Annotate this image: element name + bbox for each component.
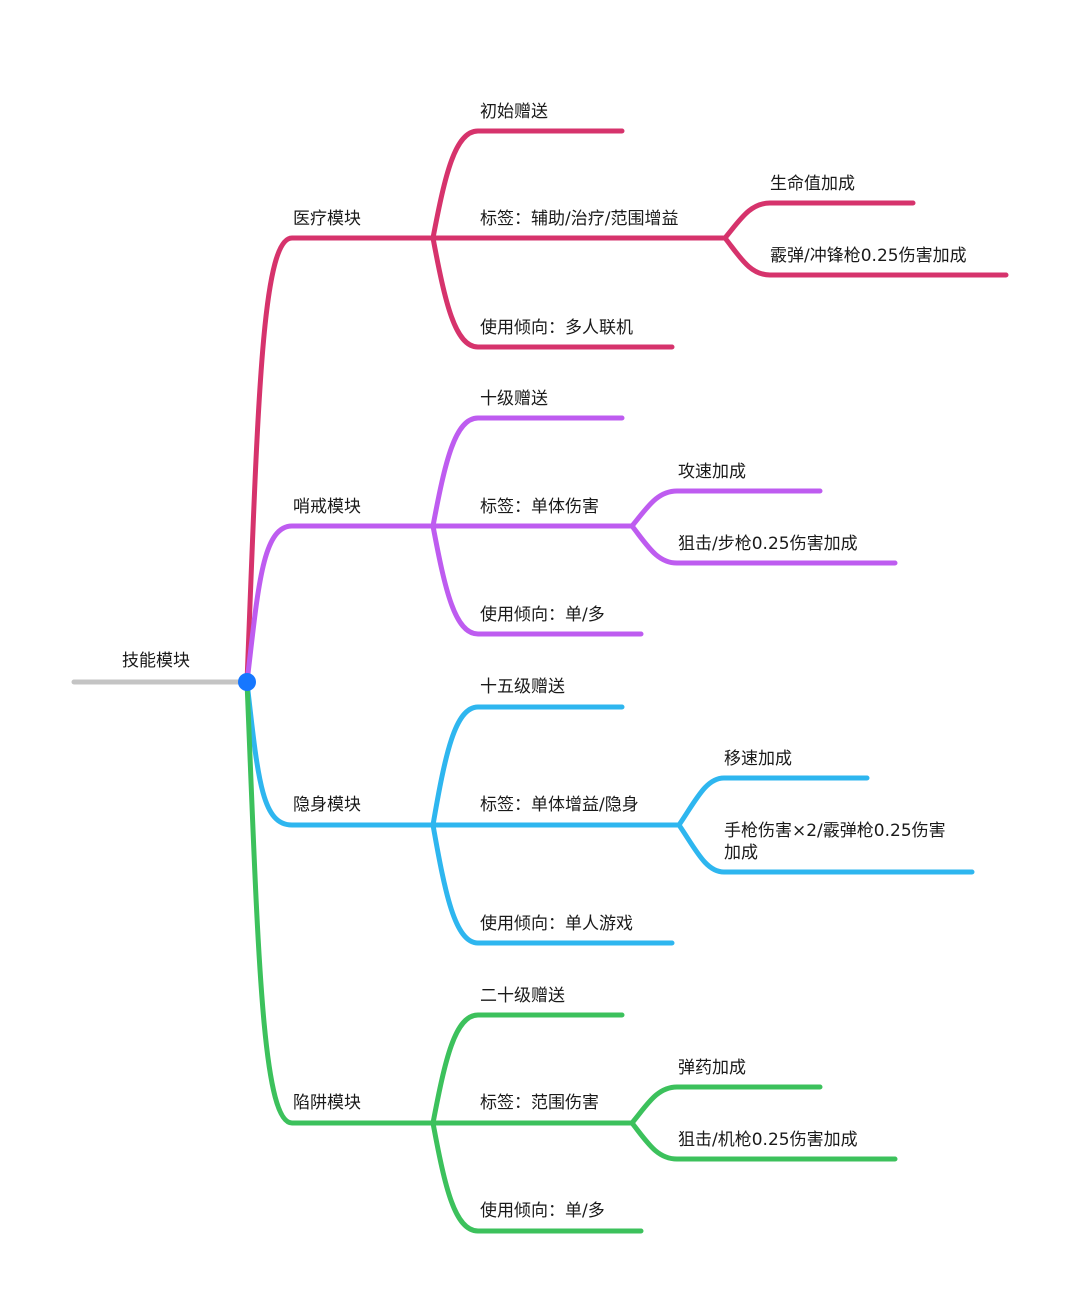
trap-usage-label: 使用倾向：单/多 — [480, 1201, 605, 1221]
medical-tag-label: 标签：辅助/治疗/范围增益 — [480, 209, 679, 229]
sentry-tag-label: 标签：单体伤害 — [480, 497, 599, 517]
medical-gift-label: 初始赠送 — [480, 102, 548, 122]
sentry-gift-label: 十级赠送 — [480, 389, 548, 409]
branch-sentry-label: 哨戒模块 — [293, 497, 361, 517]
root-node-dot — [238, 673, 256, 691]
line-stealth-tag-child-1 — [676, 775, 870, 828]
branch-trap-label: 陷阱模块 — [293, 1093, 361, 1113]
trap-tag-label: 标签：范围伤害 — [480, 1093, 599, 1113]
sentry-tag-child-2: 狙击/步枪0.25伤害加成 — [678, 534, 858, 554]
line-trap-usage — [430, 1120, 644, 1234]
line-trap-tag-child-1 — [629, 1084, 823, 1126]
trunk-sentry — [244, 523, 436, 685]
line-stealth-usage — [430, 822, 675, 946]
stealth-tag-label: 标签：单体增益/隐身 — [480, 795, 639, 815]
medical-tag-child-2: 霰弹/冲锋枪0.25伤害加成 — [770, 246, 967, 266]
branch-stealth-lines — [244, 679, 975, 946]
line-medical-gift — [430, 128, 625, 241]
stealth-usage-label: 使用倾向：单人游戏 — [480, 914, 633, 934]
branch-trap-lines — [244, 679, 898, 1234]
stealth-tag-child-1: 移速加成 — [724, 749, 792, 769]
line-sentry-gift — [430, 415, 625, 529]
line-medical-tag-child-2 — [722, 235, 1009, 278]
line-sentry-usage — [430, 523, 644, 637]
trap-tag-child-1: 弹药加成 — [678, 1058, 746, 1078]
branch-medical-label: 医疗模块 — [293, 209, 361, 229]
medical-tag-child-1: 生命值加成 — [770, 174, 855, 194]
root-label: 技能模块 — [122, 651, 190, 671]
line-stealth-gift — [430, 704, 625, 828]
trunk-stealth — [244, 679, 436, 828]
line-stealth-tag-child-2 — [676, 822, 975, 875]
stealth-gift-label: 十五级赠送 — [480, 677, 565, 697]
branch-medical-lines — [244, 128, 1009, 685]
line-trap-tag-child-2 — [629, 1120, 898, 1162]
line-trap-gift — [430, 1012, 625, 1126]
sentry-tag-child-1: 攻速加成 — [678, 462, 746, 482]
sentry-usage-label: 使用倾向：单/多 — [480, 605, 605, 625]
line-medical-usage — [430, 235, 675, 350]
trap-gift-label: 二十级赠送 — [480, 986, 565, 1006]
trunk-medical — [244, 235, 436, 685]
trap-tag-child-2: 狙击/机枪0.25伤害加成 — [678, 1130, 858, 1150]
branch-stealth-label: 隐身模块 — [293, 795, 361, 815]
trunk-trap — [244, 679, 436, 1126]
line-sentry-tag-child-2 — [629, 523, 898, 566]
branch-sentry-lines — [244, 415, 898, 685]
line-sentry-tag-child-1 — [629, 488, 823, 529]
medical-usage-label: 使用倾向：多人联机 — [480, 318, 633, 338]
stealth-tag-child-2: 手枪伤害×2/霰弹枪0.25伤害加成 — [724, 821, 946, 863]
line-medical-tag-child-1 — [722, 200, 916, 241]
